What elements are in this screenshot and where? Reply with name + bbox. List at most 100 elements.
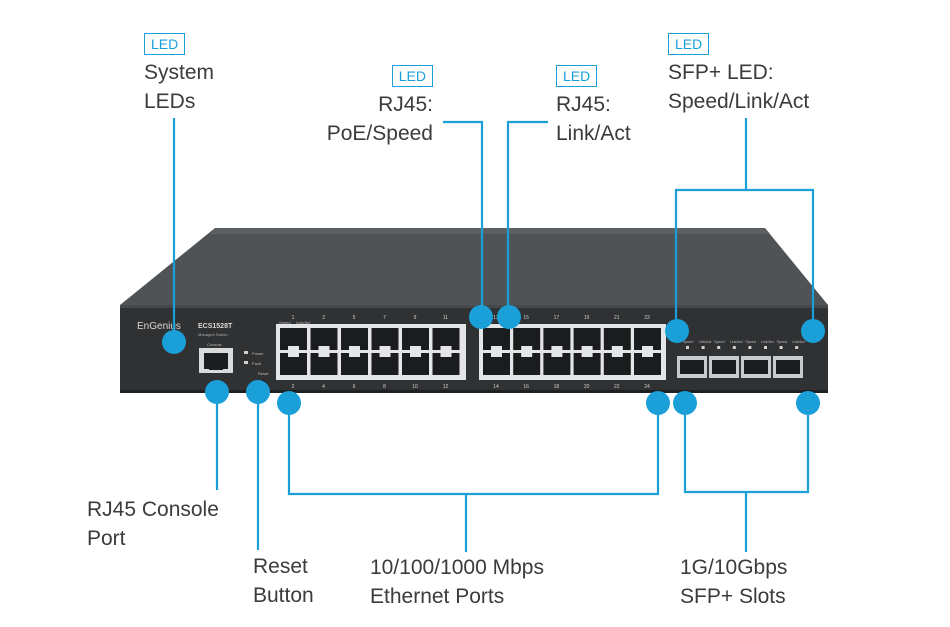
dot-system-leds — [162, 330, 186, 354]
port-number-bottom: 16 — [523, 384, 529, 390]
rj45-port-socket[interactable] — [573, 353, 601, 375]
rj45-port[interactable] — [402, 353, 429, 375]
rj45-port-socket[interactable] — [280, 353, 307, 375]
rj45-port[interactable] — [341, 328, 368, 350]
rj45-port[interactable] — [371, 353, 399, 375]
console-label: Console — [207, 342, 222, 347]
rj45-port[interactable] — [402, 328, 429, 350]
sfp-slot-opening[interactable] — [680, 360, 704, 374]
dot-sfp-led-left — [665, 319, 689, 343]
rj45-port[interactable] — [341, 353, 368, 375]
rj45-port-socket[interactable] — [543, 353, 571, 375]
port-number-top: 1 — [292, 315, 295, 321]
rj45-port-key — [410, 353, 421, 357]
sfp-slot[interactable] — [709, 356, 739, 378]
port-number-bottom: 6 — [353, 384, 356, 390]
sfp-slot[interactable] — [773, 356, 803, 378]
sfp-led-label: Speed — [714, 340, 724, 344]
rj45-port[interactable] — [603, 328, 631, 350]
rj45-port[interactable] — [280, 328, 307, 350]
sfp-slot[interactable] — [677, 356, 707, 378]
rj45-port-socket[interactable] — [573, 328, 601, 350]
callout-line: PoE/Speed — [326, 122, 433, 145]
callout-line: SFP+ Slots — [680, 585, 786, 608]
sfp-led — [779, 346, 783, 349]
port-number-bottom: 20 — [584, 384, 590, 390]
rj45-port[interactable] — [280, 353, 307, 375]
callout-sfp-slots: 1G/10Gbps SFP+ Slots — [680, 553, 787, 611]
rj45-port-socket[interactable] — [371, 353, 399, 375]
callout-line: Speed/Link/Act — [668, 90, 810, 113]
port-number-top: 13 — [493, 315, 499, 321]
rj45-port[interactable] — [432, 353, 460, 375]
rj45-port-socket[interactable] — [341, 328, 368, 350]
port-number-bottom: 4 — [322, 384, 325, 390]
rj45-port-key — [379, 346, 391, 350]
sfp-slot[interactable] — [741, 356, 771, 378]
rj45-port[interactable] — [634, 328, 661, 350]
rj45-port[interactable] — [371, 328, 399, 350]
sfp-slot-opening[interactable] — [712, 360, 736, 374]
callout-line: Ethernet Ports — [370, 585, 505, 608]
rj45-port-key — [521, 346, 533, 350]
rj45-port-socket[interactable] — [402, 328, 429, 350]
rj45-port-socket[interactable] — [603, 328, 631, 350]
rj45-port-socket[interactable] — [432, 328, 460, 350]
rj45-port[interactable] — [543, 353, 571, 375]
rj45-port-socket[interactable] — [280, 328, 307, 350]
rj45-port-key — [642, 346, 653, 350]
port-number-top: 11 — [443, 315, 448, 321]
rj45-port-socket[interactable] — [310, 328, 338, 350]
sfp-led — [717, 346, 721, 349]
sfp-slot-opening[interactable] — [776, 360, 800, 374]
rj45-port-key — [318, 346, 330, 350]
sfp-led-label: Speed — [777, 340, 787, 344]
rj45-port-socket[interactable] — [310, 353, 338, 375]
rj45-port-socket[interactable] — [634, 328, 661, 350]
rj45-port-socket[interactable] — [513, 353, 541, 375]
sfp-slot-opening[interactable] — [744, 360, 768, 374]
callout-line: Reset — [253, 555, 308, 578]
rj45-port-key — [581, 346, 593, 350]
power-led — [244, 351, 248, 354]
callout-sfp-led: LED SFP+ LED: Speed/Link/Act — [668, 28, 809, 116]
rj45-port-socket[interactable] — [483, 353, 510, 375]
dot-console — [205, 380, 229, 404]
rj45-port[interactable] — [310, 328, 338, 350]
led-tag: LED — [144, 33, 186, 55]
dot-sfp-slot-right — [796, 391, 820, 415]
port-number-top: 19 — [584, 315, 590, 321]
rj45-port[interactable] — [573, 353, 601, 375]
rj45-port-socket[interactable] — [603, 353, 631, 375]
rj45-port-socket[interactable] — [513, 328, 541, 350]
rj45-port-socket[interactable] — [432, 353, 460, 375]
led-tag: LED — [668, 33, 710, 55]
rj45-port[interactable] — [483, 328, 510, 350]
callout-line: RJ45: — [556, 93, 611, 116]
brand-logo: EnGenius — [137, 321, 181, 332]
rj45-port[interactable] — [634, 353, 661, 375]
rj45-port-key — [349, 346, 360, 350]
dot-reset — [246, 380, 270, 404]
rj45-port[interactable] — [513, 328, 541, 350]
port-number-top: 21 — [614, 315, 620, 321]
rj45-port[interactable] — [543, 328, 571, 350]
rj45-port[interactable] — [603, 353, 631, 375]
rj45-port[interactable] — [483, 353, 510, 375]
rj45-port[interactable] — [573, 328, 601, 350]
leader-lines — [172, 118, 815, 552]
rj45-port-socket[interactable] — [634, 353, 661, 375]
rj45-port-socket[interactable] — [341, 353, 368, 375]
rj45-port-socket[interactable] — [371, 328, 399, 350]
rj45-port-socket[interactable] — [402, 353, 429, 375]
rj45-port-socket[interactable] — [543, 328, 571, 350]
port-number-top: 7 — [383, 315, 386, 321]
rj45-port-socket[interactable] — [483, 328, 510, 350]
sfp-led — [701, 346, 705, 349]
rj45-port-key — [288, 353, 299, 357]
rj45-port[interactable] — [310, 353, 338, 375]
rj45-port[interactable] — [432, 328, 460, 350]
rj45-port[interactable] — [513, 353, 541, 375]
